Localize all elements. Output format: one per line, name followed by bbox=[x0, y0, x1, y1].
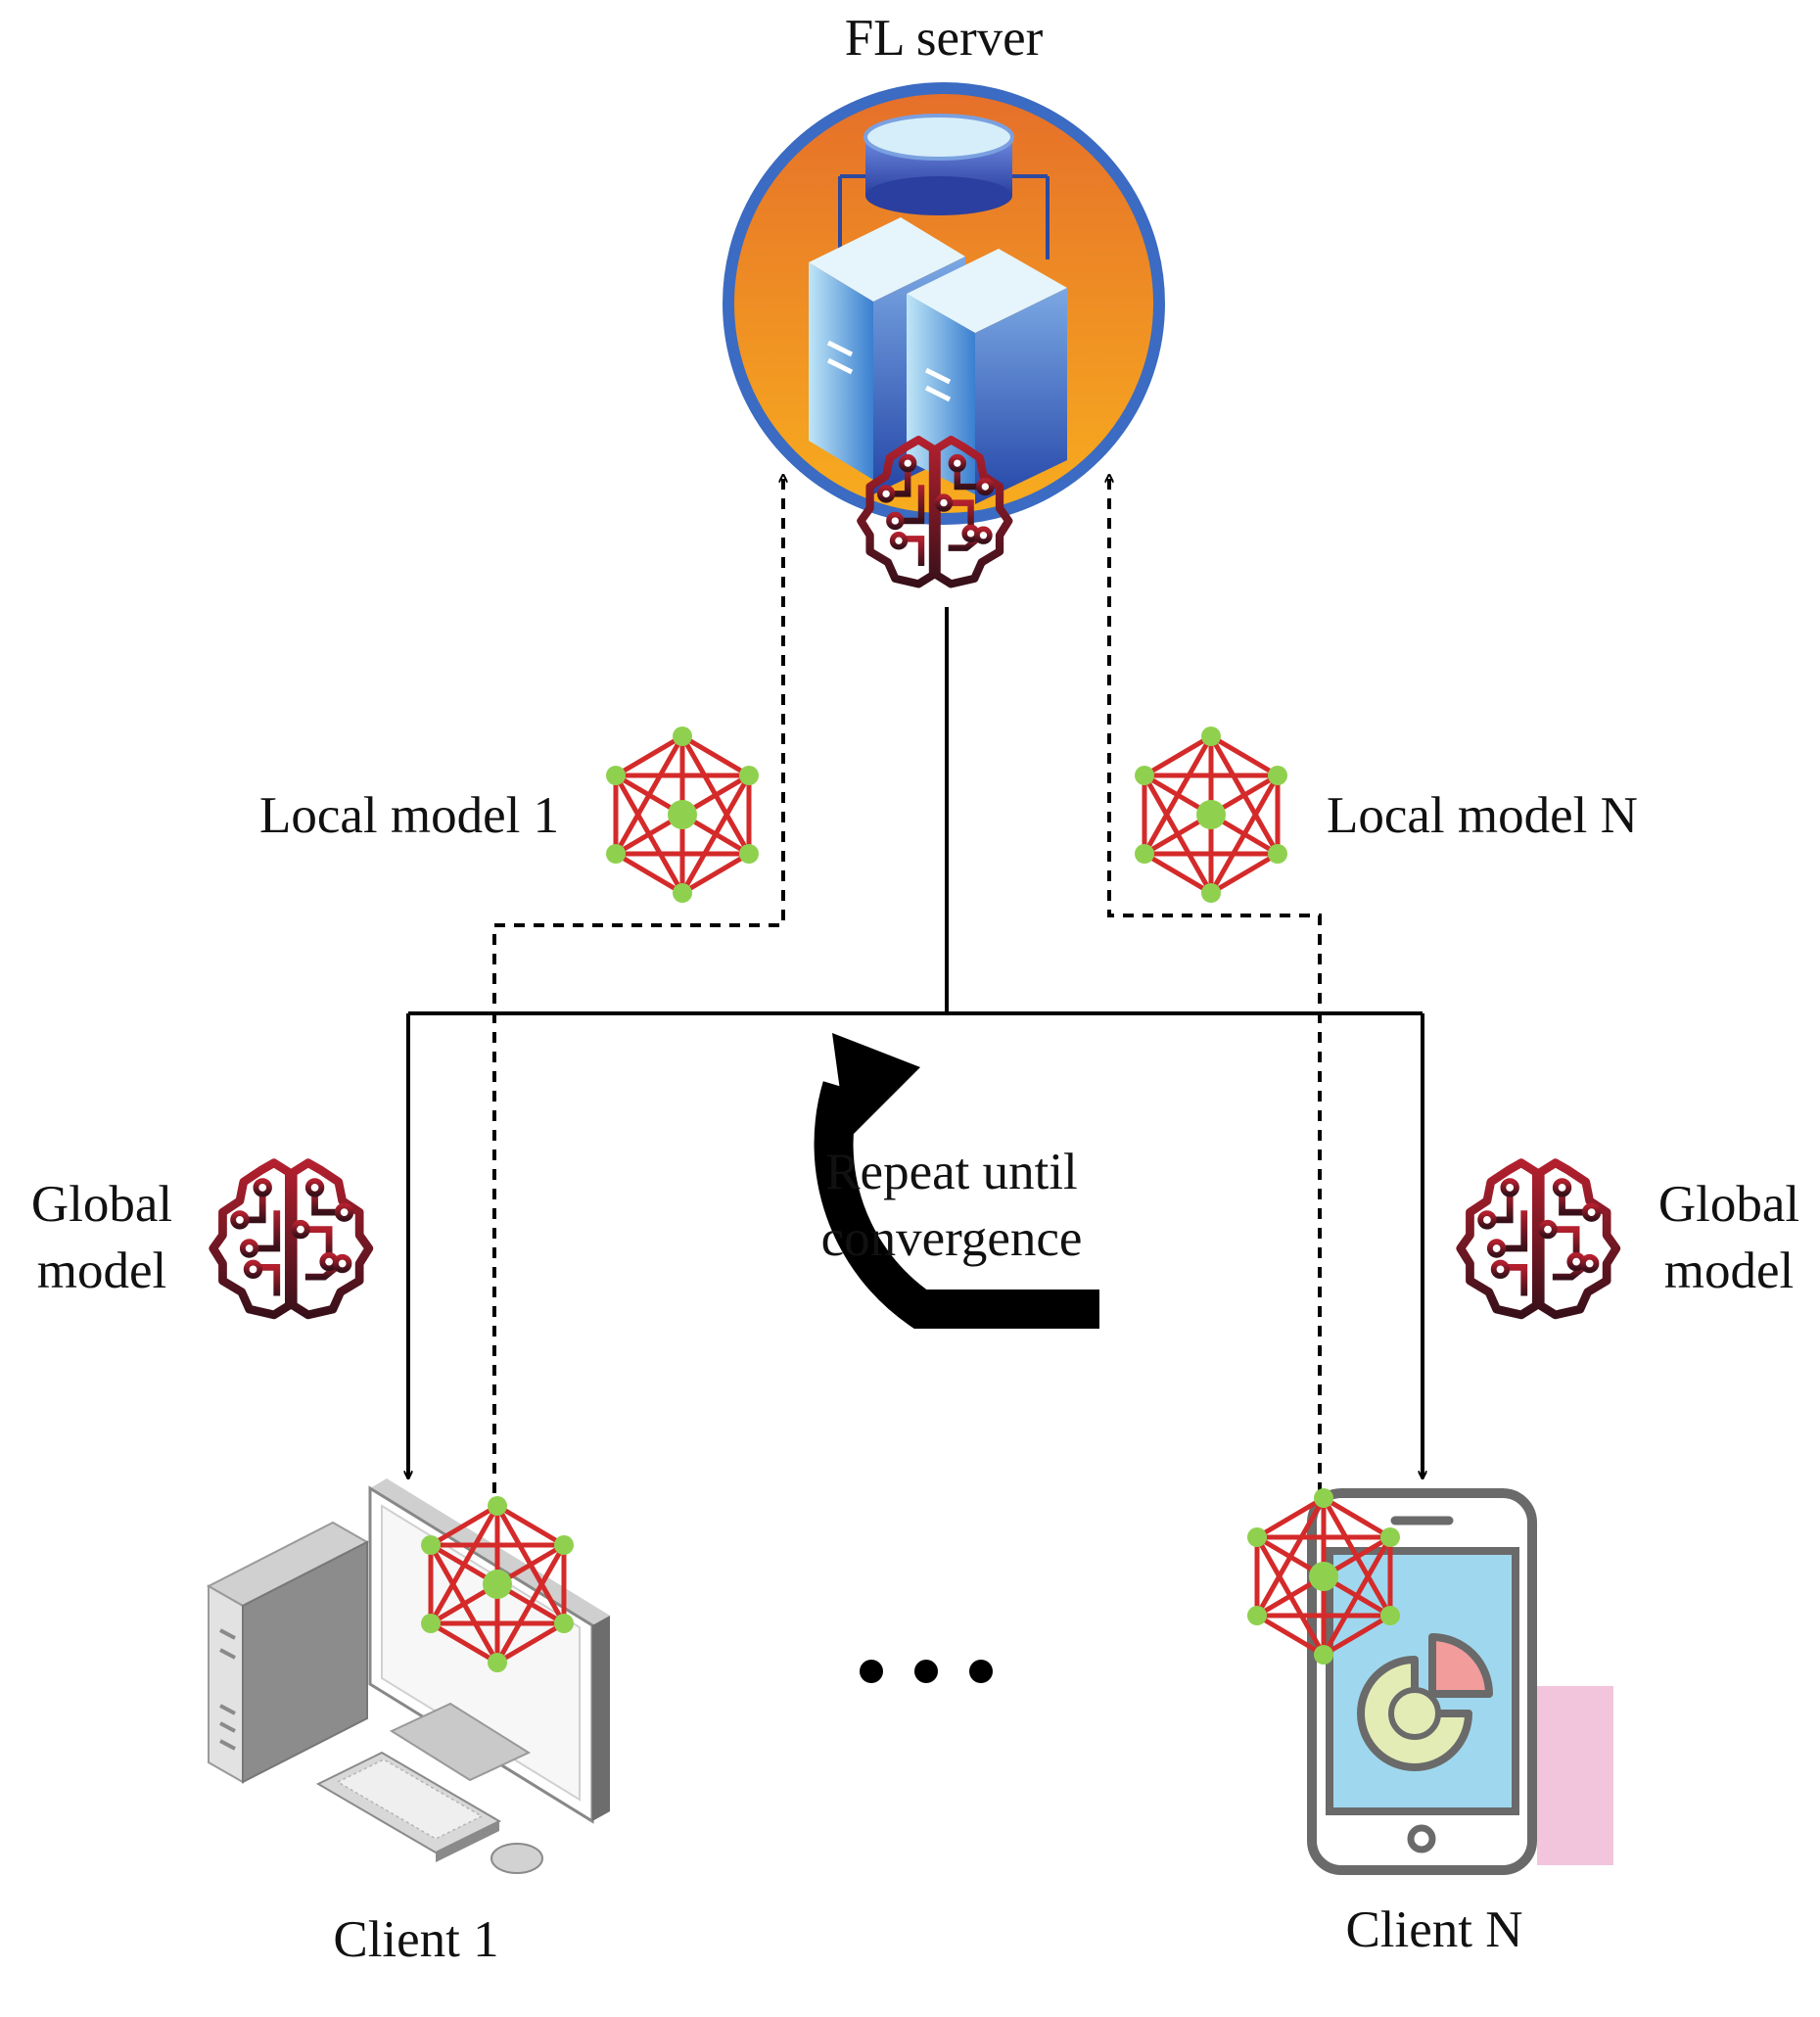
local-model-n-upload-line bbox=[1109, 475, 1322, 1493]
database-icon bbox=[863, 114, 1014, 215]
global-model-left-line-2: model bbox=[36, 1243, 167, 1299]
global-model-left-label: Global model bbox=[18, 1171, 186, 1304]
local-model-n-network-icon bbox=[1135, 727, 1287, 903]
client-1-label: Client 1 bbox=[333, 1911, 499, 1968]
local-model-n-label: Local model N bbox=[1327, 787, 1638, 844]
client-n-label: Client N bbox=[1345, 1901, 1523, 1958]
repeat-line-1: Repeat until bbox=[825, 1144, 1078, 1200]
repeat-until-convergence-label: Repeat until convergence bbox=[795, 1139, 1108, 1272]
global-model-right-label: Global model bbox=[1645, 1171, 1813, 1304]
smartphone-chart-icon bbox=[1307, 1488, 1613, 1875]
fl-server-label: FL server bbox=[844, 10, 1044, 67]
repeat-line-2: convergence bbox=[820, 1210, 1083, 1267]
repeat-arrow-icon bbox=[814, 1033, 1099, 1329]
global-model-right-line-1: Global bbox=[1657, 1176, 1800, 1233]
local-model-1-upload-line bbox=[492, 475, 783, 1493]
global-model-left-line-1: Global bbox=[30, 1176, 173, 1233]
global-model-right-line-2: model bbox=[1663, 1243, 1795, 1299]
ellipsis-icon bbox=[860, 1660, 993, 1683]
local-model-1-label: Local model 1 bbox=[259, 787, 560, 844]
global-model-right-brain-icon bbox=[1461, 1163, 1616, 1315]
global-model-left-brain-icon bbox=[213, 1163, 369, 1315]
local-model-1-network-icon bbox=[606, 727, 759, 903]
fl-server-icon bbox=[723, 82, 1165, 525]
